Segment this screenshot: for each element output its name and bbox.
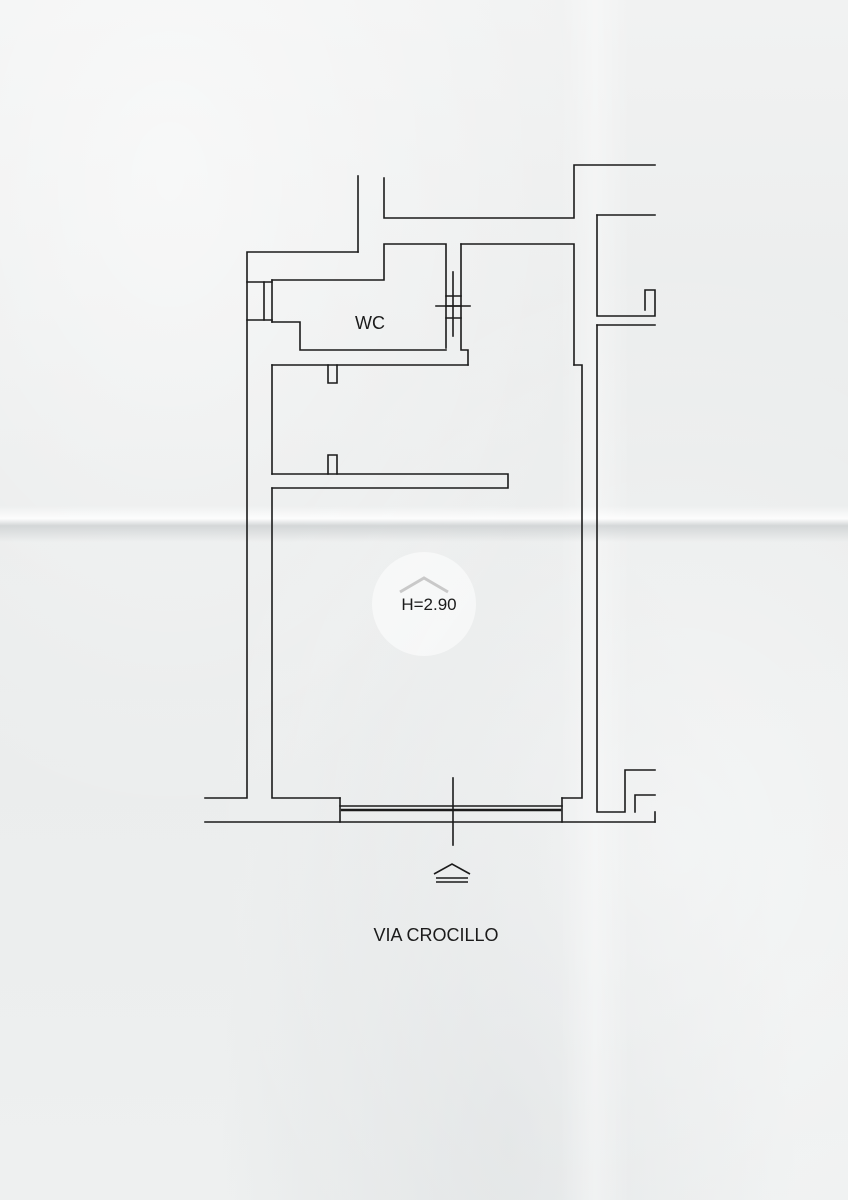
house-watermark-icon bbox=[399, 576, 449, 594]
watermark-circle bbox=[372, 552, 476, 656]
street-name-label: VIA CROCILLO bbox=[373, 925, 498, 945]
paper-fold-horizontal bbox=[0, 506, 848, 542]
ceiling-height-label: H=2.90 bbox=[401, 595, 456, 614]
entrance-arrow-icon bbox=[433, 863, 471, 883]
wc-label: WC bbox=[355, 313, 385, 333]
shop-front bbox=[204, 777, 656, 846]
interior-partition bbox=[271, 364, 583, 799]
outer-wall-left bbox=[204, 251, 359, 799]
paper-fold-vertical bbox=[560, 0, 630, 1200]
neighbor-wall-right bbox=[596, 214, 656, 813]
neighbor-wall-top-left bbox=[357, 164, 656, 253]
wc-room bbox=[246, 243, 575, 366]
